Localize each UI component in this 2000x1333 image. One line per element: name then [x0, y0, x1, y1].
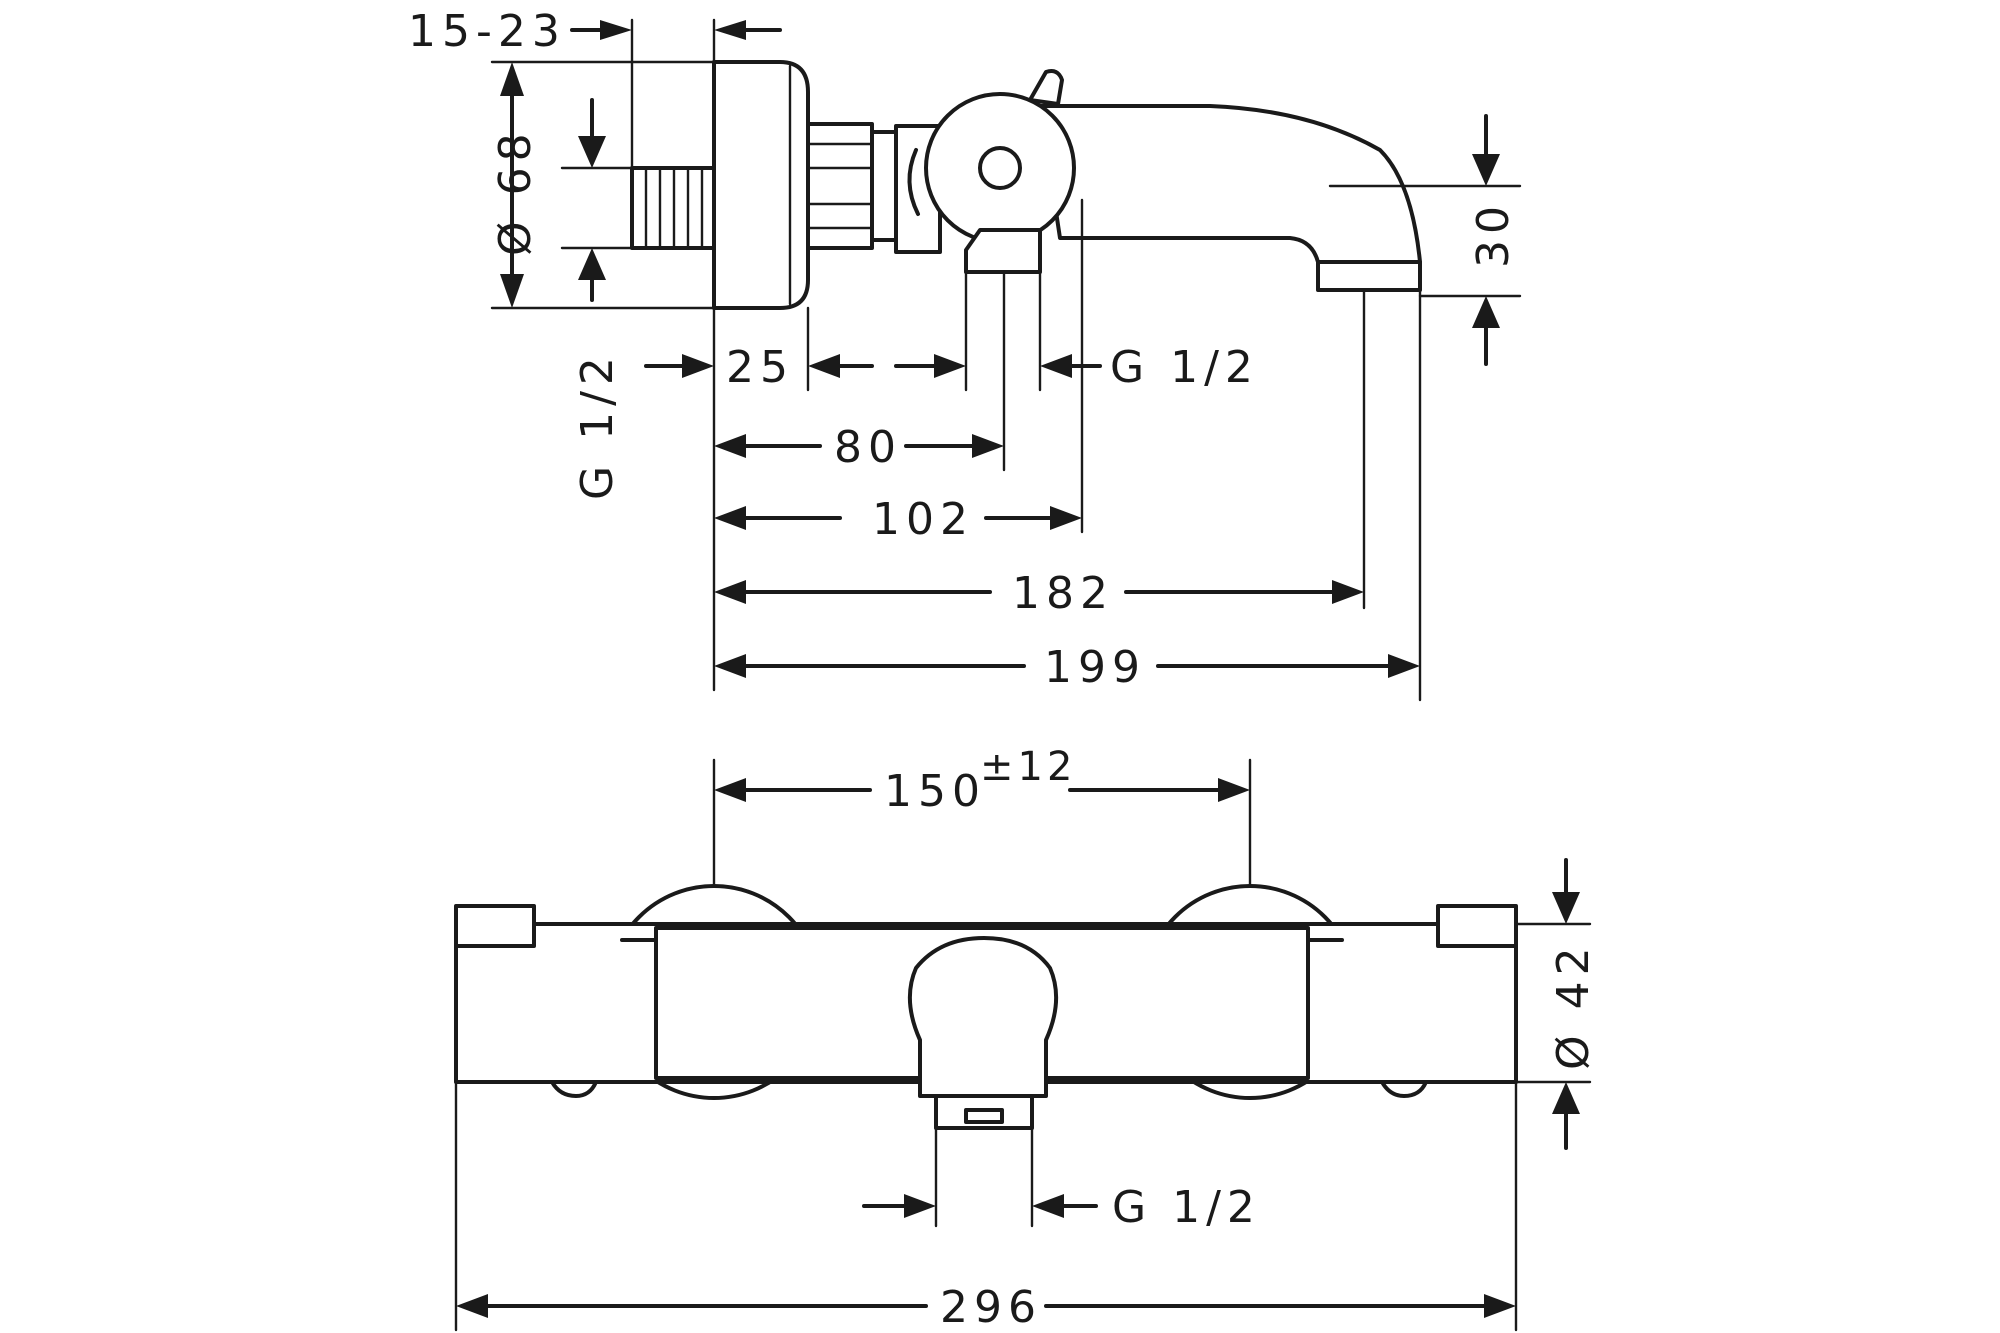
dim-150: 150 [884, 766, 986, 817]
dim-25: 25 [726, 342, 794, 393]
inlet-thread [630, 166, 716, 250]
knob-center-icon [978, 146, 1022, 190]
side-view: 15-23 Ø 68 G 1/2 25 G 1/2 80 [408, 6, 1522, 702]
dim-dia-42: Ø 42 [1548, 941, 1599, 1070]
dim-102: 102 [872, 494, 974, 545]
dim-15-23: 15-23 [408, 6, 566, 57]
dim-150-tolerance: ±12 [980, 744, 1076, 790]
dim-182: 182 [1012, 568, 1114, 619]
aerator [1316, 260, 1422, 292]
spout-top [907, 936, 1059, 1098]
spout [1038, 104, 1422, 264]
end-cap-right [1436, 904, 1518, 948]
diverter-knob [924, 92, 1076, 244]
dim-296: 296 [940, 1282, 1042, 1333]
dim-80: 80 [834, 422, 902, 473]
dim-dia-68: Ø 68 [490, 127, 541, 256]
dim-30: 30 [1468, 200, 1519, 268]
wall-rosette [712, 60, 810, 310]
end-cap-left [454, 904, 536, 948]
dim-g-half-left: G 1/2 [572, 351, 623, 500]
dim-g-half-top: G 1/2 [1112, 1182, 1261, 1233]
top-view: 150 ±12 Ø 42 G 1/2 296 [454, 744, 1599, 1333]
dim-g-half-right: G 1/2 [1110, 342, 1259, 393]
knob-lever [1028, 69, 1064, 106]
hex-nut [806, 122, 898, 250]
outlet-fitting [964, 228, 1042, 274]
dim-199: 199 [1044, 642, 1146, 693]
